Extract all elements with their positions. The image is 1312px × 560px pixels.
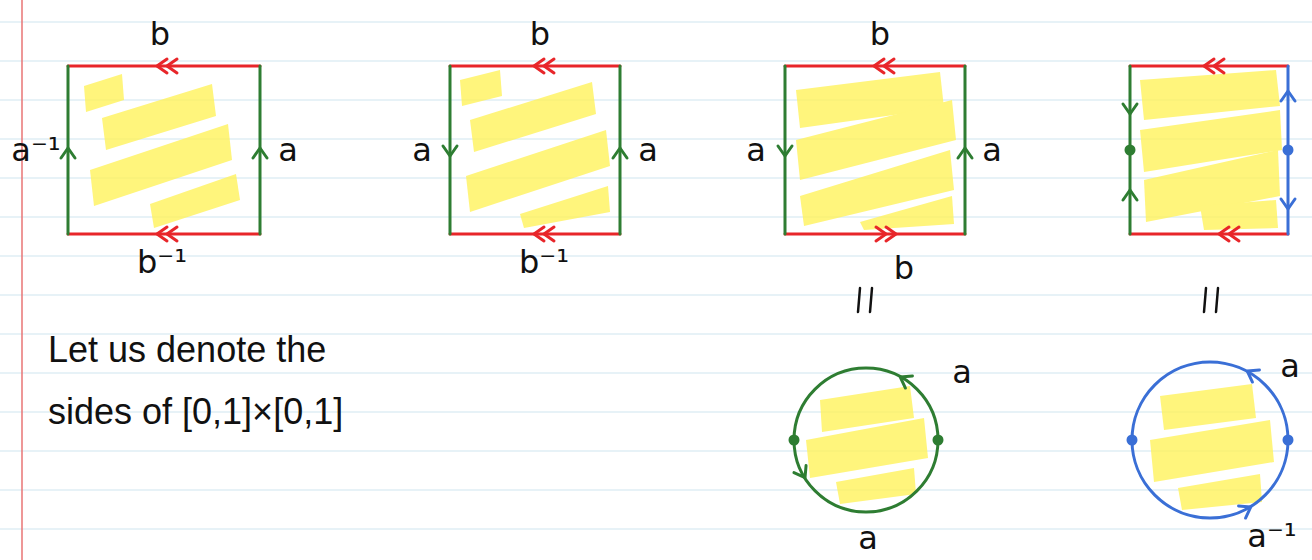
square-two (443, 59, 627, 241)
side-label: a (982, 134, 1002, 166)
side-label: a (278, 134, 298, 166)
side-label: b⁻¹ (137, 246, 187, 278)
square-four (1123, 59, 1295, 312)
side-label: b⁻¹ (519, 246, 569, 278)
side-label: a (746, 134, 766, 166)
margin-line (21, 0, 23, 560)
side-label: a (412, 134, 432, 166)
side-label: a⁻¹ (11, 134, 60, 166)
circle-two (1128, 362, 1292, 518)
side-label: b (150, 18, 170, 50)
side-label: a (858, 522, 878, 554)
side-label: a (1280, 350, 1300, 382)
ruled-lines (0, 22, 1312, 529)
square-one (61, 59, 267, 241)
circle-one (790, 368, 942, 512)
side-label: a⁻¹ (1247, 520, 1296, 552)
side-label: b (894, 252, 914, 284)
side-label: b (870, 18, 890, 50)
side-label: a (952, 356, 972, 388)
side-label: a (638, 134, 658, 166)
side-label: b (530, 18, 550, 50)
square-three (778, 59, 972, 312)
note-text: Let us denote the sides of [0,1]×[0,1] (48, 319, 378, 443)
highlight (84, 70, 1282, 510)
